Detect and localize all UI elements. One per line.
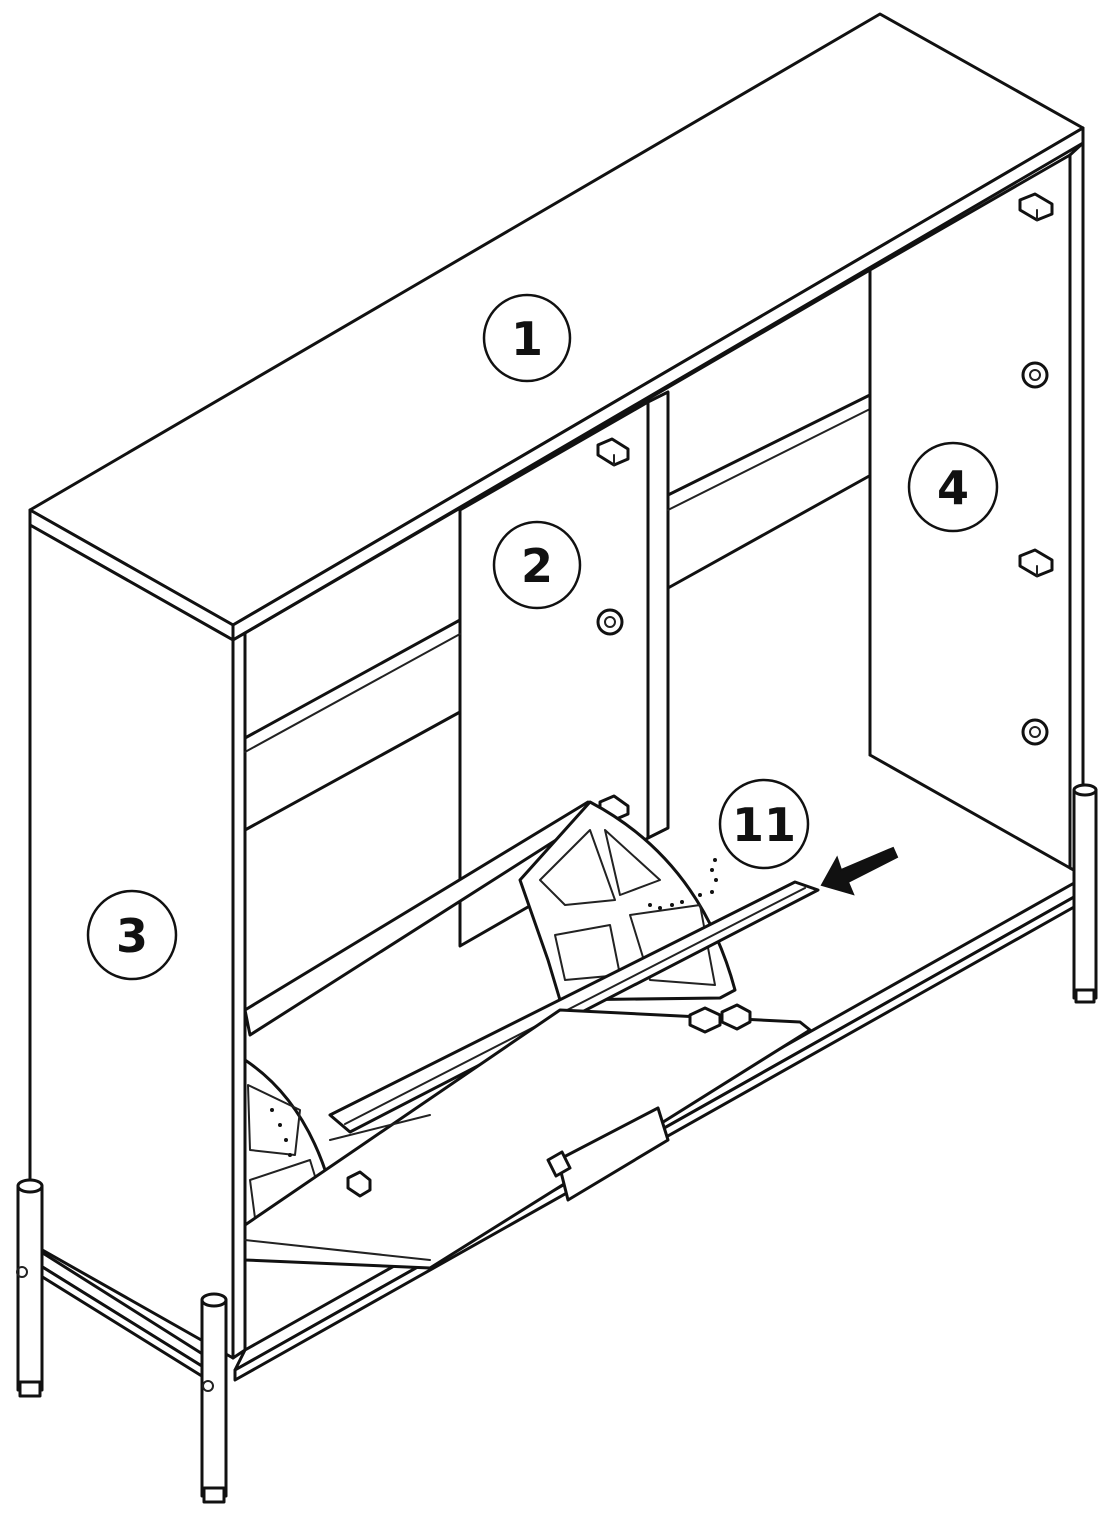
dowel-mid-right	[1018, 548, 1054, 578]
leg-front-right	[200, 1292, 228, 1504]
callout-3: 3	[86, 889, 178, 981]
callout-3-label: 3	[116, 909, 148, 963]
leg-front-left	[16, 1178, 44, 1398]
cam-lock-divider	[596, 608, 624, 636]
insert-direction-arrow-icon	[820, 846, 899, 896]
cam-lock-right-lower	[1021, 718, 1049, 746]
callout-4: 4	[907, 441, 999, 533]
callout-11: 11	[718, 778, 810, 870]
callout-11-label: 11	[732, 798, 796, 852]
guide-dots	[270, 858, 718, 1157]
right-compartment-rail	[666, 388, 882, 590]
dowel-divider	[596, 437, 630, 467]
callout-2: 2	[492, 520, 582, 610]
callout-2-label: 2	[521, 539, 553, 593]
callout-1-label: 1	[511, 312, 543, 366]
left-compartment-rail	[243, 618, 462, 832]
shoe-rack-mechanism	[243, 800, 820, 1270]
leg-back-right	[1072, 783, 1098, 1004]
dowel-top-right	[1018, 192, 1054, 222]
callout-4-label: 4	[937, 461, 969, 515]
cam-lock-right-upper	[1021, 361, 1049, 389]
front-handle-clip	[546, 1106, 670, 1202]
callout-1: 1	[482, 293, 572, 383]
hardware	[596, 192, 1054, 822]
